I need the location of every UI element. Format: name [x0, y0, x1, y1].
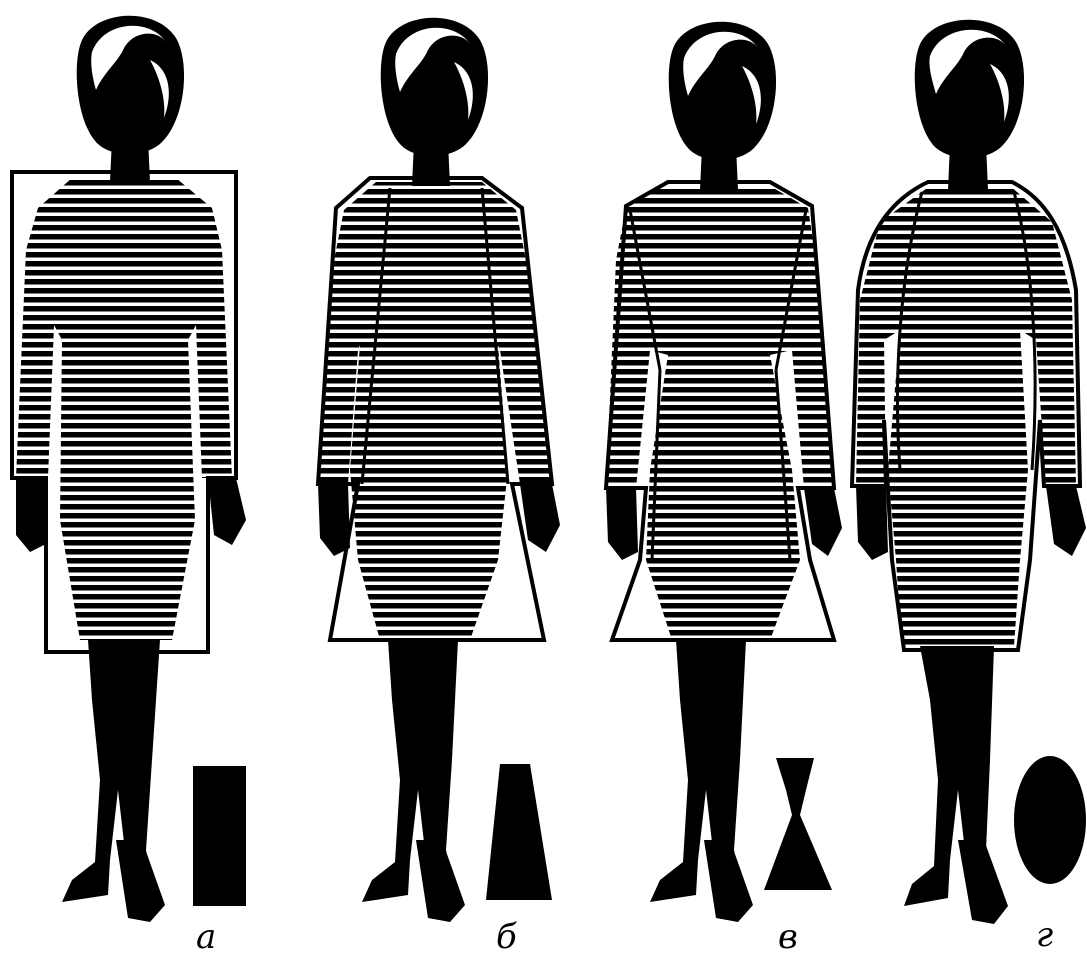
figure-d-label: г [1036, 915, 1053, 955]
figure-d: г [852, 20, 1086, 955]
figure-a-label: а [196, 917, 216, 957]
figure-a: а [12, 16, 246, 957]
figure-c-shape-hourglass [764, 758, 832, 890]
figure-b-shape-trapezoid [486, 764, 552, 900]
figure-d-shape-oval [1014, 756, 1086, 884]
figure-b: б [318, 18, 560, 957]
figure-c: в [606, 22, 842, 957]
figure-c-label: в [778, 917, 798, 957]
figure-b-label: б [496, 917, 517, 957]
figure-a-shape-rectangle [193, 766, 246, 906]
